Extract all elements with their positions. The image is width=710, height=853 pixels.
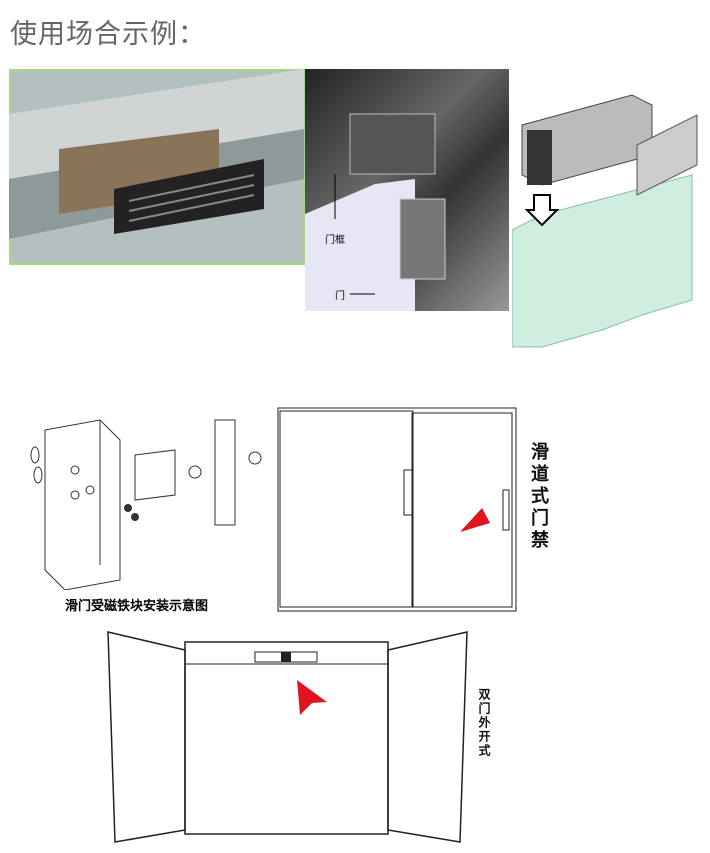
label-door-frame: 门框 xyxy=(325,235,345,246)
sliding-door-diagram xyxy=(277,407,517,612)
label-sliding-door: 滑道式门禁 xyxy=(528,442,549,552)
red-arrow-icon xyxy=(297,680,327,715)
caption-bracket-diagram: 滑门受磁铁块安装示意图 xyxy=(65,599,209,614)
label-door: 门 xyxy=(335,291,345,302)
page-heading: 使用场合示例： xyxy=(10,19,206,50)
bracket-exploded-diagram xyxy=(30,419,262,590)
magnetic-lock-photo xyxy=(9,69,305,265)
label-double-door: 双门外开式 xyxy=(477,688,491,758)
red-arrow-icon xyxy=(460,508,490,532)
glass-door-lock-illustration xyxy=(512,94,698,348)
installation-photo: 门框 门 xyxy=(305,69,509,311)
double-door-diagram xyxy=(107,631,468,843)
